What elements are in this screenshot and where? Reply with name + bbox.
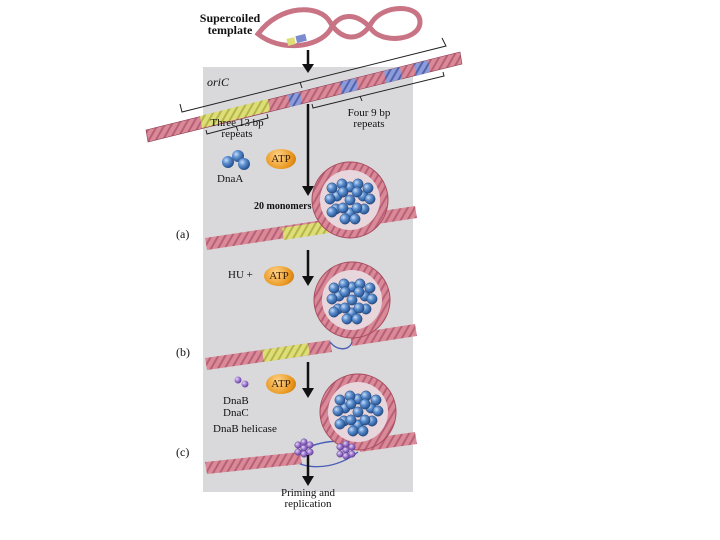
dnaa-protein xyxy=(359,414,371,426)
label-dnac: DnaC xyxy=(223,407,249,419)
label-priming-replication: Priming and replication xyxy=(266,488,350,510)
dnab-subunit xyxy=(306,441,314,449)
label-dnaa: DnaA xyxy=(217,173,244,185)
dnaa-protein xyxy=(332,405,344,417)
dnab-subunit xyxy=(294,441,302,449)
dnab-subunit xyxy=(342,446,350,454)
dnaa-protein xyxy=(351,202,363,214)
dnaa-protein xyxy=(351,313,363,325)
arrow-down-5 xyxy=(302,455,314,486)
label-four-9bp-line1: Four 9 bp xyxy=(347,107,391,119)
dnab-helicase-right xyxy=(336,440,356,460)
label-three-13bp-line2: repeats xyxy=(221,128,253,140)
dnaa-protein xyxy=(326,206,338,218)
dnaa-protein xyxy=(346,294,358,306)
label-three-13bp-repeats: Three 13 bp repeats xyxy=(202,118,272,140)
dnaa-cluster-b xyxy=(326,278,378,325)
dnaa-protein xyxy=(341,313,353,325)
label-supercoiled-line2: template xyxy=(207,23,253,37)
dnaa-protein xyxy=(349,213,361,225)
dnab-subunit xyxy=(300,450,308,458)
dnab-monomers xyxy=(234,376,249,388)
dnab-subunit xyxy=(348,443,356,451)
dnaa-protein xyxy=(339,286,351,298)
label-oric: oriC xyxy=(207,75,230,89)
label-supercoiled-template: Supercoiled template xyxy=(192,12,268,36)
dnaa-protein xyxy=(364,193,376,205)
atp-badge-1: ATP xyxy=(266,149,296,169)
label-panel-a: (a) xyxy=(176,227,190,241)
dnaa-cluster-c xyxy=(332,390,384,437)
dnaa-protein xyxy=(337,186,349,198)
dnaa-protein xyxy=(357,425,369,437)
dnaa-protein xyxy=(345,398,357,410)
dnaa-protein xyxy=(339,213,351,225)
label-hu-plus: HU + xyxy=(228,269,253,281)
dnab-helicase-left xyxy=(294,438,314,458)
label-dnab-helicase: DnaB helicase xyxy=(213,423,277,435)
dnaa-protein xyxy=(339,302,351,314)
dnab-subunit xyxy=(336,450,344,458)
label-supercoiled-line1: Supercoiled xyxy=(199,11,261,25)
dnab-subunit xyxy=(300,444,308,452)
oric-dna-strand xyxy=(145,51,463,143)
arrow-down-3 xyxy=(302,250,314,286)
dnab-subunit xyxy=(342,440,350,448)
repeat-brackets xyxy=(205,71,445,135)
dnaa-monomers xyxy=(222,150,250,170)
dnaa-protein xyxy=(326,182,338,194)
dnaa-protein xyxy=(351,186,363,198)
dnab-subunit xyxy=(306,448,314,456)
arrow-down-2 xyxy=(302,104,314,196)
dnaa-protein xyxy=(328,306,340,318)
dnaa-protein xyxy=(337,202,349,214)
dnab-subunit xyxy=(342,452,350,460)
dnaa-protein xyxy=(362,182,374,194)
dnaa-protein xyxy=(370,394,382,406)
dnab-subunit xyxy=(300,438,308,446)
label-panel-b: (b) xyxy=(176,345,190,359)
dnab-subunit xyxy=(348,450,356,458)
dnaa-protein xyxy=(372,405,384,417)
label-four-9bp-repeats: Four 9 bp repeats xyxy=(334,108,404,130)
label-panel-c: (c) xyxy=(176,445,190,459)
label-priming-line1: Priming and xyxy=(280,487,336,499)
dnaa-protein xyxy=(359,398,371,410)
label-priming-line2: replication xyxy=(284,498,332,510)
dnaa-cluster-a xyxy=(324,178,376,225)
arrow-down-4 xyxy=(302,362,314,398)
oric-bracket xyxy=(179,37,447,113)
dnaa-protein xyxy=(353,286,365,298)
dnaa-protein xyxy=(352,406,364,418)
label-dnab: DnaB xyxy=(223,395,249,407)
dnaa-protein xyxy=(344,194,356,206)
dnaa-protein xyxy=(353,302,365,314)
dnaa-protein xyxy=(334,394,346,406)
label-20-monomers: 20 monomers xyxy=(254,201,312,212)
dnab-subunit xyxy=(336,443,344,451)
supercoiled-template xyxy=(254,6,423,49)
panel-b-dna xyxy=(205,324,417,370)
atp-badge-3: ATP xyxy=(266,374,296,394)
label-four-9bp-line2: repeats xyxy=(353,118,385,130)
atp-badge-2: ATP xyxy=(264,266,294,286)
label-three-13bp-line1: Three 13 bp xyxy=(210,117,264,129)
arrow-down-1 xyxy=(302,50,314,73)
dnab-subunit xyxy=(294,448,302,456)
dnaa-protein xyxy=(347,425,359,437)
dnaa-protein xyxy=(328,282,340,294)
dnaa-protein xyxy=(345,414,357,426)
dnaa-protein xyxy=(326,293,338,305)
dnaa-protein xyxy=(334,418,346,430)
dnaa-protein xyxy=(364,282,376,294)
dnaa-protein xyxy=(366,293,378,305)
dnaa-protein xyxy=(324,193,336,205)
